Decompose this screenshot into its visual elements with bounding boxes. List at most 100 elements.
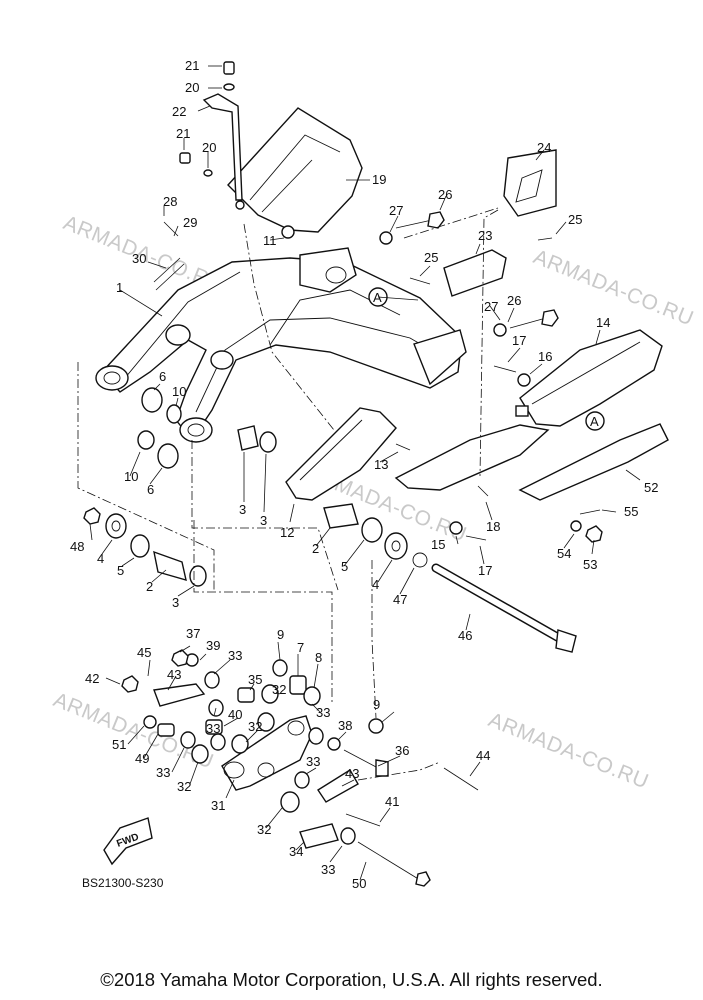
callout-28: 28: [163, 194, 177, 209]
callout-31: 31: [211, 798, 225, 813]
callout-34: 34: [289, 844, 303, 859]
callout-42: 42: [85, 671, 99, 686]
callout-33: 33: [156, 765, 170, 780]
callout-3: 3: [239, 502, 246, 517]
callout-29: 29: [183, 215, 197, 230]
callout-18: 18: [486, 519, 500, 534]
callout-43: 43: [167, 667, 181, 682]
watermark: ARMADA-CO.RU: [50, 688, 217, 773]
callout-32: 32: [272, 682, 286, 697]
callout-37: 37: [186, 626, 200, 641]
callout-33: 33: [321, 862, 335, 877]
callout-labels: 1 2 2 3 3 3 4 4 5 5 6 6 7 8 9 9 10 10 11…: [70, 58, 658, 891]
callout-10: 10: [172, 384, 186, 399]
bolts: [153, 211, 603, 887]
callout-35: 35: [248, 672, 262, 687]
callout-8: 8: [315, 650, 322, 665]
guide-lines: [77, 207, 499, 781]
callout-32: 32: [248, 719, 262, 734]
callout-5: 5: [341, 559, 348, 574]
chain-guard-upper: [227, 107, 363, 233]
callout-20: 20: [202, 140, 216, 155]
callout-26: 26: [438, 187, 452, 202]
callout-53: 53: [583, 557, 597, 572]
callout-46: 46: [458, 628, 472, 643]
callout-14: 14: [596, 315, 610, 330]
diagram-code: BS21300-S230: [82, 876, 164, 890]
chain-slider: [285, 407, 550, 501]
ref-mark: A: [373, 290, 382, 305]
callout-10: 10: [124, 469, 138, 484]
callout-30: 30: [132, 251, 146, 266]
callout-27: 27: [389, 203, 403, 218]
callout-33: 33: [306, 754, 320, 769]
callout-24: 24: [537, 140, 551, 155]
callout-19: 19: [372, 172, 386, 187]
pivot-bushings-left: [83, 507, 207, 587]
callout-2: 2: [146, 579, 153, 594]
bracket-22: [179, 61, 243, 201]
callout-39: 39: [206, 638, 220, 653]
pivot-bushings-right: [137, 387, 428, 568]
leader-lines: [89, 65, 641, 881]
callout-23: 23: [478, 228, 492, 243]
callout-27: 27: [484, 299, 498, 314]
callout-41: 41: [385, 794, 399, 809]
callout-43: 43: [345, 766, 359, 781]
callout-7: 7: [297, 640, 304, 655]
callout-47: 47: [393, 592, 407, 607]
chain-guard-14: [515, 329, 669, 501]
callout-22: 22: [172, 104, 186, 119]
callout-4: 4: [372, 577, 379, 592]
callout-26: 26: [507, 293, 521, 308]
swingarm: [95, 247, 467, 443]
callout-13: 13: [374, 457, 388, 472]
callout-6: 6: [159, 369, 166, 384]
callout-11: 11: [263, 233, 277, 248]
callout-33: 33: [316, 705, 330, 720]
fwd-arrow: FWD: [103, 817, 153, 866]
rear-linkage: [121, 649, 384, 849]
callout-55: 55: [624, 504, 638, 519]
bracket-23: [443, 149, 557, 297]
callout-25: 25: [424, 250, 438, 265]
callout-6: 6: [147, 482, 154, 497]
callout-45: 45: [137, 645, 151, 660]
callout-12: 12: [280, 525, 294, 540]
callout-33: 33: [206, 721, 220, 736]
callout-32: 32: [177, 779, 191, 794]
callout-40: 40: [228, 707, 242, 722]
watermark: ARMADA-CO.RU: [485, 708, 652, 793]
callout-49: 49: [135, 751, 149, 766]
rear-axle: [431, 563, 577, 653]
callout-21: 21: [185, 58, 199, 73]
callout-25: 25: [568, 212, 582, 227]
callout-3: 3: [260, 513, 267, 528]
callout-21: 21: [176, 126, 190, 141]
callout-38: 38: [338, 718, 352, 733]
callout-44: 44: [476, 748, 490, 763]
callout-3: 3: [172, 595, 179, 610]
callout-36: 36: [395, 743, 409, 758]
callout-17: 17: [512, 333, 526, 348]
callout-50: 50: [352, 876, 366, 891]
copyright-notice: ©2018 Yamaha Motor Corporation, U.S.A. A…: [100, 969, 603, 990]
callout-4: 4: [97, 551, 104, 566]
callout-54: 54: [557, 546, 571, 561]
callout-48: 48: [70, 539, 84, 554]
ref-mark: A: [590, 414, 599, 429]
callout-17: 17: [478, 563, 492, 578]
callout-5: 5: [117, 563, 124, 578]
callout-32: 32: [257, 822, 271, 837]
callout-20: 20: [185, 80, 199, 95]
callout-1: 1: [116, 280, 123, 295]
callout-51: 51: [112, 737, 126, 752]
callout-16: 16: [538, 349, 552, 364]
callout-15: 15: [431, 537, 445, 552]
callout-9: 9: [373, 697, 380, 712]
callout-33: 33: [228, 648, 242, 663]
callout-52: 52: [644, 480, 658, 495]
callout-9: 9: [277, 627, 284, 642]
callout-2: 2: [312, 541, 319, 556]
